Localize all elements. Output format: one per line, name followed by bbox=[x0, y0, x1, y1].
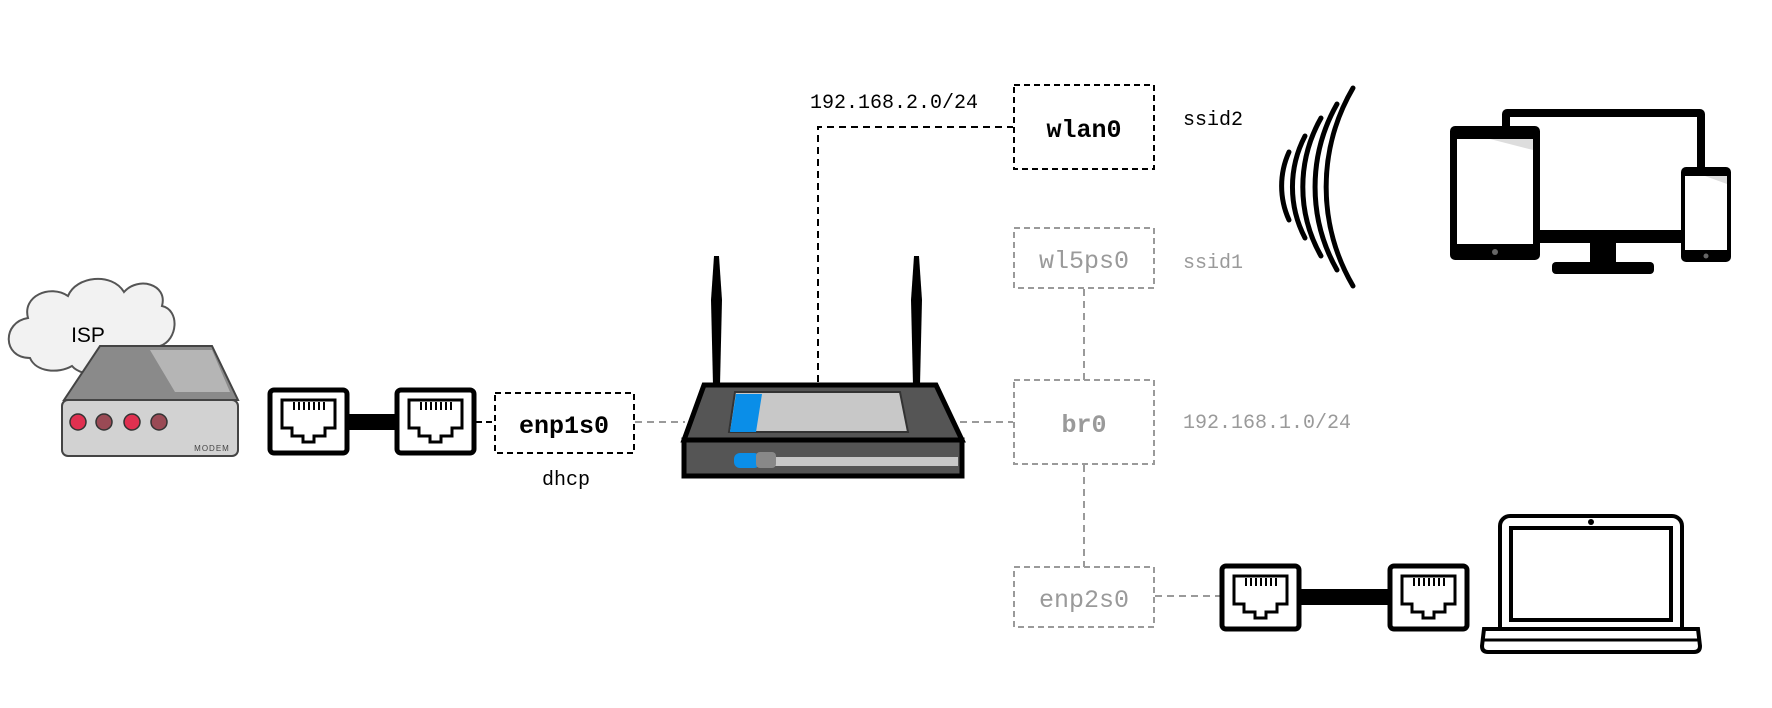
ethernet-port-icon bbox=[1387, 563, 1470, 632]
monitor-icon bbox=[1502, 109, 1705, 274]
router-front-light bbox=[734, 453, 760, 468]
wl5ps0-box bbox=[1013, 227, 1155, 289]
enp2s0-box bbox=[1013, 566, 1155, 628]
wlan0-ssid: ssid2 bbox=[1183, 109, 1243, 132]
wl5ps0-label: wl5ps0 bbox=[1039, 247, 1129, 276]
wlan0-subnet: 192.168.2.0/24 bbox=[810, 92, 978, 115]
br0-box bbox=[1013, 379, 1155, 465]
smartphone-icon bbox=[1681, 167, 1731, 262]
interface-enp2s0: enp2s0 bbox=[1013, 566, 1155, 628]
interface-wlan0: 192.168.2.0/24 wlan0 ssid2 bbox=[810, 84, 1243, 170]
modem-device: MODEM bbox=[61, 345, 240, 457]
antenna-icon bbox=[711, 256, 722, 385]
enp2s0-label: enp2s0 bbox=[1039, 586, 1129, 615]
link-router-wlan0 bbox=[817, 126, 1013, 382]
laptop-icon bbox=[1479, 514, 1703, 654]
ethernet-port-icon bbox=[1219, 563, 1302, 632]
wlan0-box bbox=[1013, 84, 1155, 170]
connections bbox=[476, 126, 1220, 597]
router-device bbox=[680, 256, 966, 479]
br0-label: br0 bbox=[1061, 411, 1106, 440]
router-front-knob bbox=[756, 452, 776, 468]
modem-label: MODEM bbox=[194, 444, 230, 453]
cable-right bbox=[1295, 589, 1391, 605]
enp1s0-label: enp1s0 bbox=[519, 412, 609, 441]
router-accent bbox=[730, 394, 762, 432]
interface-wl5ps0: wl5ps0 ssid1 bbox=[1013, 227, 1243, 289]
isp-label: ISP bbox=[71, 324, 105, 347]
modem-top-highlight bbox=[150, 350, 230, 392]
cable-left bbox=[346, 414, 398, 430]
wifi-signal-icon bbox=[1279, 85, 1356, 289]
ethernet-link-right bbox=[1219, 563, 1470, 632]
router-top-panel bbox=[727, 391, 910, 433]
modem-led-4 bbox=[150, 413, 168, 431]
ethernet-port-icon bbox=[267, 387, 350, 456]
br0-subnet: 192.168.1.0/24 bbox=[1183, 412, 1351, 435]
antenna-icon bbox=[911, 256, 922, 385]
wl5ps0-ssid: ssid1 bbox=[1183, 252, 1243, 275]
interface-br0: br0 192.168.1.0/24 bbox=[1013, 379, 1351, 465]
router-front-strip bbox=[736, 457, 958, 466]
enp1s0-box bbox=[494, 392, 635, 454]
modem-led-3 bbox=[123, 413, 141, 431]
wireless-devices bbox=[1450, 109, 1731, 274]
ethernet-port-icon bbox=[394, 387, 477, 456]
ethernet-link-left bbox=[267, 387, 477, 456]
modem-led-2 bbox=[95, 413, 113, 431]
modem-led-1 bbox=[69, 413, 87, 431]
enp1s0-note: dhcp bbox=[542, 469, 590, 492]
wlan0-label: wlan0 bbox=[1046, 116, 1121, 145]
tablet-icon bbox=[1450, 126, 1540, 260]
interface-enp1s0: enp1s0 dhcp bbox=[494, 392, 635, 492]
